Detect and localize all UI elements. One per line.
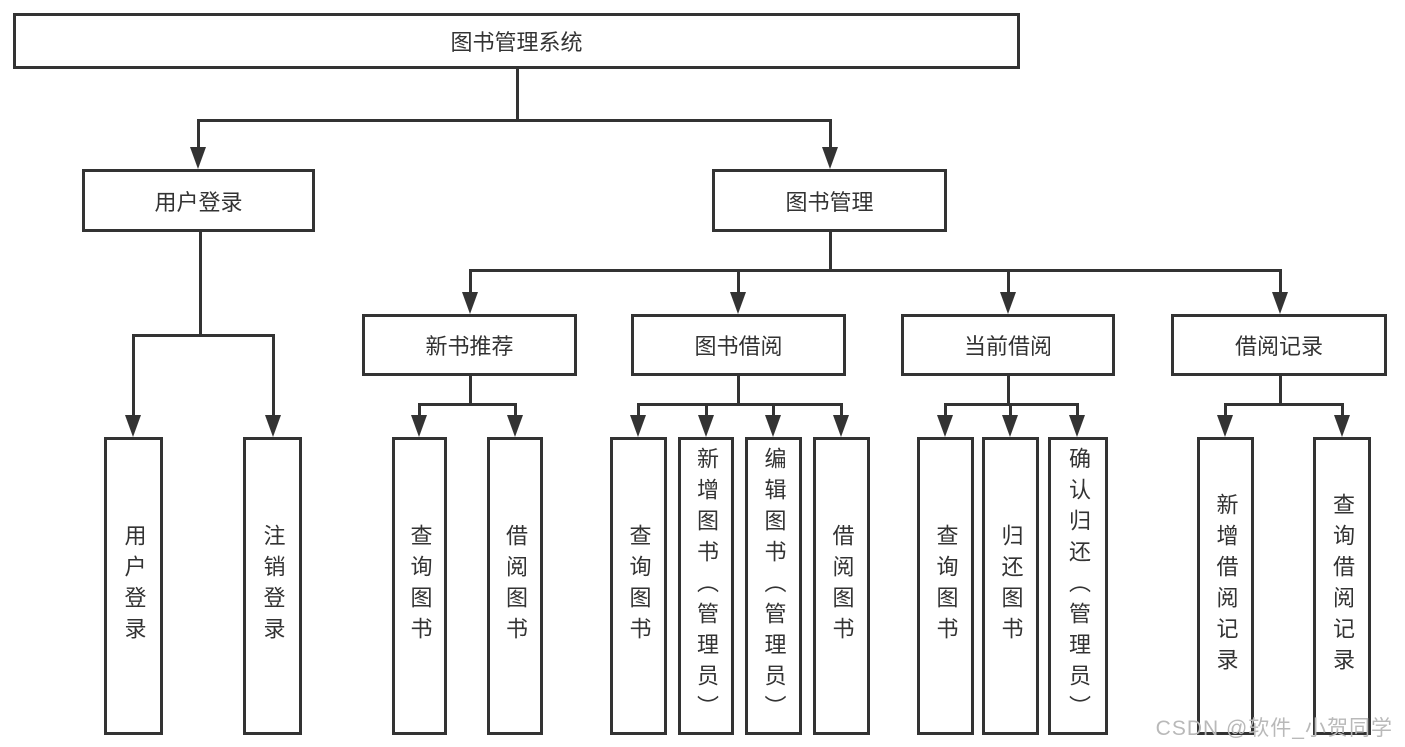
leaf-label: 新增图书（管理员） — [694, 446, 719, 726]
arrow-down-icon — [698, 415, 714, 437]
node-label: 图书管理系统 — [450, 30, 583, 55]
node-label: 借阅记录 — [1234, 334, 1323, 359]
edge-drop-leaf — [772, 403, 775, 418]
arrow-down-icon — [411, 415, 427, 437]
node-root-library-system: 图书管理系统 — [13, 13, 1020, 69]
edge-drop-leaf — [1076, 403, 1079, 418]
csdn-watermark: CSDN @软件_小贺同学 — [1155, 717, 1393, 740]
leaf-label: 查询图书 — [626, 524, 652, 648]
leaf-query-books-borrow: 查询图书 — [610, 437, 667, 735]
arrow-down-icon — [1217, 415, 1233, 437]
leaf-label: 注销登录 — [260, 524, 286, 648]
edge-new-book-stem — [469, 376, 472, 406]
leaf-confirm-return-admin: 确认归还（管理员） — [1048, 437, 1108, 735]
arrow-down-icon — [462, 292, 478, 314]
edge-drop-leaf — [944, 403, 947, 418]
node-borrow-records: 借阅记录 — [1171, 314, 1387, 376]
edge-borrow-records-rail — [1224, 403, 1343, 406]
arrow-down-icon — [833, 415, 849, 437]
leaf-add-books-admin: 新增图书（管理员） — [678, 437, 734, 735]
node-label: 用户登录 — [154, 189, 243, 215]
leaf-return-books: 归还图书 — [982, 437, 1039, 735]
leaf-label: 借阅图书 — [503, 524, 528, 648]
edge-drop-leaf — [514, 403, 517, 418]
edge-drop-group — [1279, 269, 1282, 295]
leaf-label: 查询图书 — [407, 524, 433, 648]
arrow-down-icon — [822, 147, 838, 169]
arrow-down-icon — [190, 147, 206, 169]
arrow-down-icon — [937, 415, 953, 437]
node-label: 当前借阅 — [963, 334, 1052, 359]
edge-book-management-stem — [829, 232, 832, 272]
arrow-down-icon — [1069, 415, 1085, 437]
arrow-down-icon — [1000, 292, 1016, 314]
leaf-label: 编辑图书（管理员） — [761, 446, 787, 726]
edge-drop-leaf — [272, 334, 275, 418]
edge-drop-leaf — [132, 334, 135, 418]
leaf-query-books-new: 查询图书 — [392, 437, 447, 735]
edge-drop-leaf — [418, 403, 421, 418]
arrow-down-icon — [1002, 415, 1018, 437]
leaf-user-login: 用户登录 — [104, 437, 163, 735]
leaf-label: 查询借阅记录 — [1330, 493, 1355, 679]
edge-current-borrow-stem — [1007, 376, 1010, 406]
node-new-book-recommend: 新书推荐 — [362, 314, 577, 376]
leaf-label: 新增借阅记录 — [1213, 493, 1239, 679]
arrow-down-icon — [265, 415, 281, 437]
leaf-query-borrow-record: 查询借阅记录 — [1313, 437, 1371, 735]
arrow-down-icon — [507, 415, 523, 437]
arrow-down-icon — [630, 415, 646, 437]
edge-book-management-rail — [469, 269, 1281, 272]
edge-drop-leaf — [637, 403, 640, 418]
node-book-borrow: 图书借阅 — [631, 314, 846, 376]
leaf-add-borrow-record: 新增借阅记录 — [1197, 437, 1254, 735]
leaf-label: 确认归还（管理员） — [1066, 446, 1091, 726]
edge-drop-group — [1007, 269, 1010, 295]
edge-drop-leaf — [705, 403, 708, 418]
edge-drop-leaf — [1224, 403, 1227, 418]
edge-root-stem — [516, 69, 519, 120]
arrow-down-icon — [1334, 415, 1350, 437]
edge-drop-leaf — [1009, 403, 1012, 418]
edge-drop-group — [737, 269, 740, 295]
leaf-label: 用户登录 — [121, 524, 147, 648]
leaf-logout: 注销登录 — [243, 437, 302, 735]
edge-user-login-stem — [199, 232, 202, 336]
edge-drop-leaf — [1341, 403, 1344, 418]
leaf-label: 归还图书 — [998, 524, 1024, 648]
leaf-label: 借阅图书 — [829, 524, 855, 648]
edge-user-login-rail — [132, 334, 274, 337]
leaf-borrow-books-new: 借阅图书 — [487, 437, 543, 735]
edge-borrow-records-stem — [1279, 376, 1282, 406]
edge-new-book-rail — [418, 403, 517, 406]
arrow-down-icon — [1272, 292, 1288, 314]
node-label: 图书借阅 — [694, 334, 783, 359]
edge-book-borrow-stem — [737, 376, 740, 406]
edge-drop-leaf — [840, 403, 843, 418]
arrow-down-icon — [765, 415, 781, 437]
edge-root-rail — [197, 119, 831, 122]
node-user-login: 用户登录 — [82, 169, 315, 232]
node-label: 新书推荐 — [425, 334, 514, 359]
edge-drop-group — [469, 269, 472, 295]
node-label: 图书管理 — [785, 189, 874, 215]
leaf-borrow-books: 借阅图书 — [813, 437, 870, 735]
edge-book-borrow-rail — [637, 403, 842, 406]
leaf-edit-books-admin: 编辑图书（管理员） — [745, 437, 802, 735]
arrow-down-icon — [125, 415, 141, 437]
arrow-down-icon — [730, 292, 746, 314]
edge-drop-user-login — [197, 119, 200, 150]
leaf-label: 查询图书 — [933, 524, 959, 648]
node-book-management: 图书管理 — [712, 169, 947, 232]
node-current-borrow: 当前借阅 — [901, 314, 1115, 376]
edge-drop-book-management — [829, 119, 832, 150]
leaf-query-books-current: 查询图书 — [917, 437, 974, 735]
